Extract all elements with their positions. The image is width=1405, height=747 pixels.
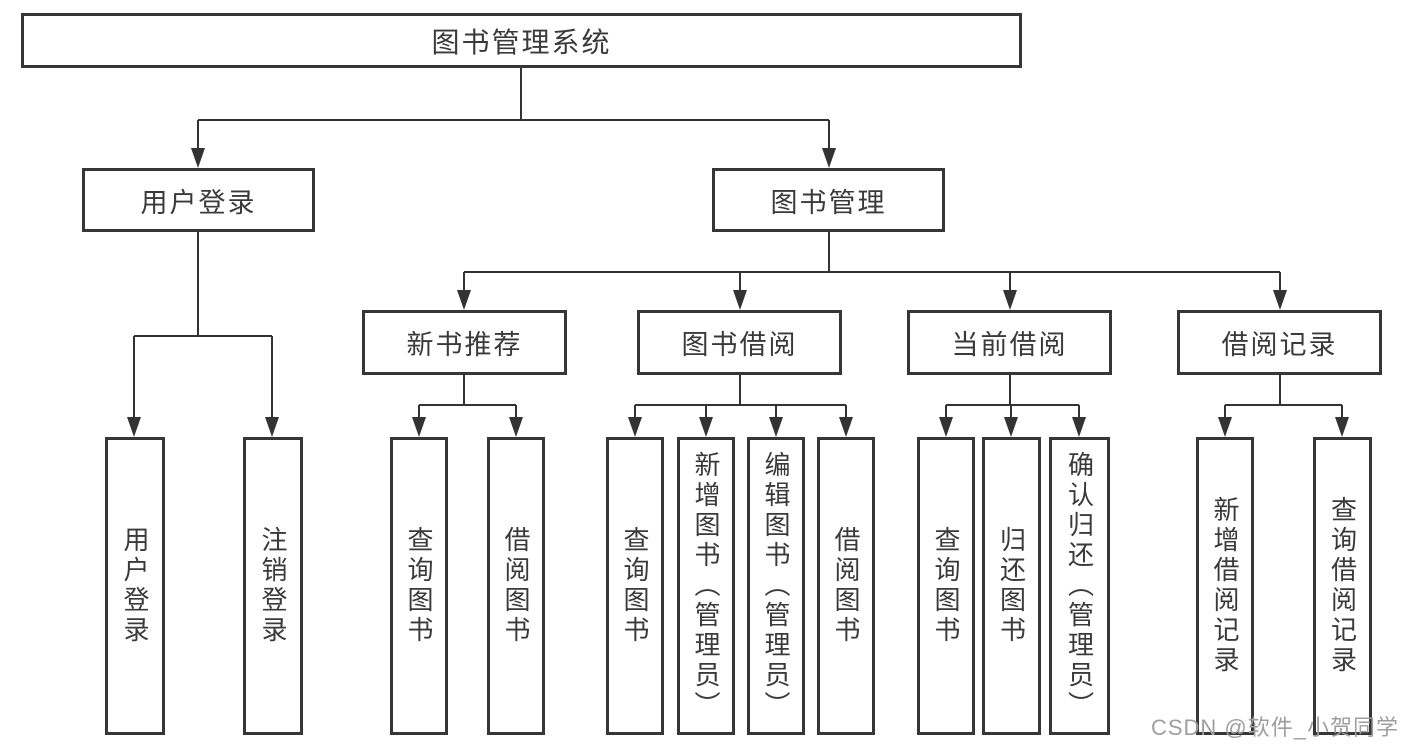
arrowhead-icon [699,417,713,437]
leaf-label: 用户登录 [120,526,150,646]
node-label: 图书管理 [770,187,887,218]
arrowhead-icon [628,417,642,437]
arrowhead-icon [127,417,141,437]
connector-paths [133,68,1343,429]
node-book-management: 图书管理 [712,168,945,232]
arrowhead-icon [822,148,836,168]
node-book-borrowing: 图书借阅 [637,310,842,375]
leaf-label: 借阅图书 [501,526,531,646]
leaf-edit-books-admin: 编辑图书（管理员） [747,437,805,735]
leaf-query-books: 查询图书 [606,437,664,735]
arrowhead-icon [839,417,853,437]
arrowhead-icon [1004,417,1018,437]
leaf-borrow-books: 借阅图书 [487,437,545,735]
leaf-add-books-admin: 新增图书（管理员） [677,437,735,735]
arrowhead-icon [1218,417,1232,437]
node-user-login: 用户登录 [82,168,315,232]
node-new-book-recommend: 新书推荐 [362,310,567,375]
arrowhead-icon [412,417,426,437]
leaf-label: 查询图书 [620,526,650,646]
arrowhead-icon [733,290,747,310]
watermark: CSDN @软件_小贺同学 [1150,715,1399,740]
leaf-logout: 注销登录 [243,437,303,735]
arrowhead-icon [265,417,279,437]
node-label: 新书推荐 [406,330,523,360]
leaf-query-borrow-record: 查询借阅记录 [1313,437,1372,735]
leaf-user-login: 用户登录 [105,437,165,735]
arrowhead-icon [191,148,205,168]
node-label: 图书管理系统 [431,26,612,58]
leaf-label: 归还图书 [996,526,1027,646]
arrowhead-icon [1335,417,1349,437]
arrowhead-icon [1072,417,1086,437]
node-label: 图书借阅 [681,330,798,360]
node-label: 借阅记录 [1221,330,1338,360]
leaf-label: 确认归还（管理员） [1064,451,1095,721]
leaf-label: 新增借阅记录 [1210,496,1240,676]
arrowhead-icon [1003,290,1017,310]
leaf-label: 借阅图书 [831,526,861,646]
leaf-query-books: 查询图书 [390,437,448,735]
node-library-system: 图书管理系统 [21,13,1022,68]
arrowhead-icon [939,417,953,437]
leaf-label: 查询借阅记录 [1327,496,1358,676]
leaf-confirm-return-admin: 确认归还（管理员） [1049,437,1110,735]
arrowheads [127,148,1349,437]
leaf-label: 注销登录 [258,526,288,646]
node-borrowing-records: 借阅记录 [1177,310,1382,375]
leaf-label: 新增图书（管理员） [691,451,721,721]
leaf-return-books: 归还图书 [982,437,1041,735]
leaf-query-books: 查询图书 [917,437,975,735]
leaf-borrow-books: 借阅图书 [817,437,875,735]
arrowhead-icon [1273,290,1287,310]
leaf-add-borrow-record: 新增借阅记录 [1196,437,1254,735]
arrowhead-icon [457,290,471,310]
arrowhead-icon [769,417,783,437]
leaf-label: 编辑图书（管理员） [761,451,791,721]
leaf-label: 查询图书 [404,526,434,646]
leaf-label: 查询图书 [931,526,961,646]
node-label: 用户登录 [140,187,257,218]
node-label: 当前借阅 [951,330,1068,360]
node-current-borrowing: 当前借阅 [907,310,1112,375]
arrowhead-icon [509,417,523,437]
